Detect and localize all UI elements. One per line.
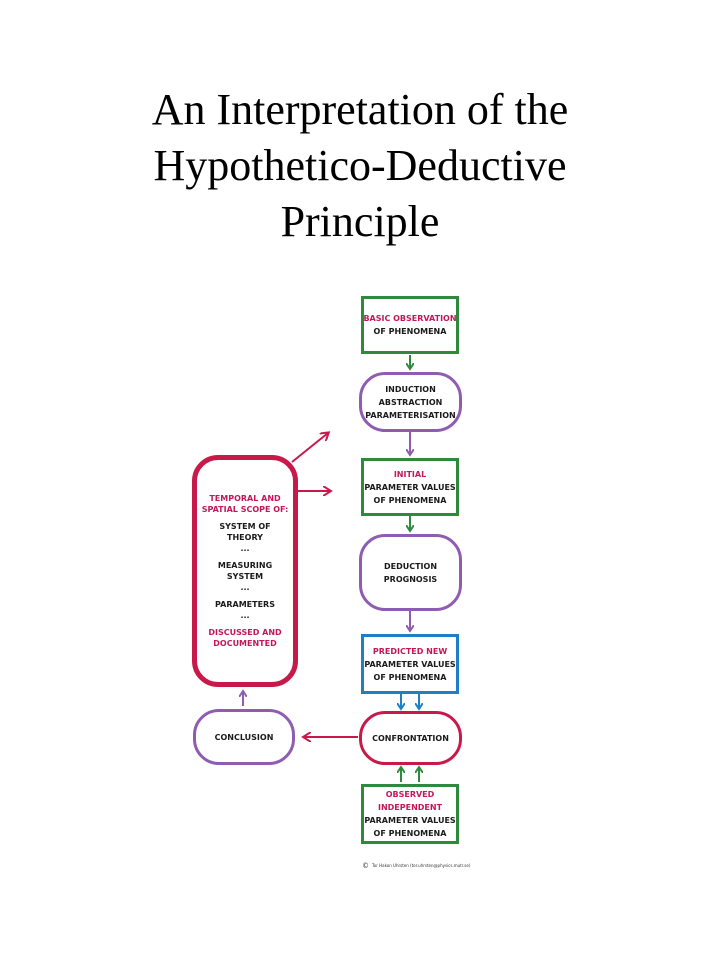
parameterisation-label: PARAMETERISATION [365, 410, 456, 420]
scope-system-label: SYSTEM [226, 572, 264, 581]
initial-phenomena-label: OF PHENOMENA [373, 495, 447, 505]
scope-separator-1: ... [240, 544, 250, 553]
scope-separator-2: ... [240, 583, 250, 592]
predicted-phenomena-label: OF PHENOMENA [373, 672, 447, 682]
observed-phenomena-label: OF PHENOMENA [373, 829, 447, 838]
scope-footer-line-1: DISCUSSED AND [208, 628, 282, 637]
induction-label: INDUCTION [385, 384, 436, 394]
observed-label: OBSERVED [385, 790, 435, 799]
initial-label: INITIAL [393, 469, 427, 479]
title-line-3: Principle [280, 197, 440, 246]
scope-separator-3: ... [240, 611, 250, 620]
prognosis-label: PROGNOSIS [383, 574, 438, 584]
scope-parameters-label: PARAMETERS [215, 600, 275, 609]
basic-observation-box: BASIC OBSERVATION OF PHENOMENA [361, 296, 459, 354]
scope-measuring-label: MEASURING [217, 561, 273, 570]
conclusion-label: CONCLUSION [214, 732, 274, 742]
arrow-scope-to-induction [291, 433, 328, 463]
scope-system-of-label: SYSTEM OF [219, 522, 271, 531]
abstraction-label: ABSTRACTION [378, 397, 443, 407]
predicted-new-label: PREDICTED NEW [372, 646, 448, 656]
initial-parameter-values-label: PARAMETER VALUES [364, 482, 456, 492]
title-line-1: An Interpretation of the [151, 85, 569, 134]
deduction-label: DEDUCTION [383, 561, 438, 571]
deduction-node: DEDUCTION PROGNOSIS [359, 534, 462, 611]
scope-theory-label: THEORY [227, 533, 263, 542]
observed-parameters-box: OBSERVED INDEPENDENT PARAMETER VALUES OF… [361, 784, 459, 844]
confrontation-node: CONFRONTATION [359, 711, 462, 765]
page-title: An Interpretation of the Hypothetico-Ded… [0, 82, 720, 250]
initial-parameters-box: INITIAL PARAMETER VALUES OF PHENOMENA [361, 458, 459, 516]
confrontation-label: CONFRONTATION [372, 733, 449, 743]
predicted-parameters-box: PREDICTED NEW PARAMETER VALUES OF PHENOM… [361, 634, 459, 694]
independent-label: INDEPENDENT [377, 803, 443, 812]
scope-heading-line-1: TEMPORAL AND [209, 494, 281, 503]
predicted-parameter-values-label: PARAMETER VALUES [364, 659, 456, 669]
copyright-footnote: ©Tor Hakon Uhrsten (tor.uhrsten@physics.… [362, 862, 470, 870]
scope-footer-line-2: DOCUMENTED [213, 639, 277, 648]
scope-heading-line-2: SPATIAL SCOPE OF: [201, 505, 289, 514]
observed-parameter-values-label: PARAMETER VALUES [364, 816, 456, 825]
title-line-2: Hypothetico-Deductive [153, 141, 567, 190]
basic-observation-label: BASIC OBSERVATION [363, 314, 457, 323]
induction-node: INDUCTION ABSTRACTION PARAMETERISATION [359, 372, 462, 432]
basic-observation-sublabel: OF PHENOMENA [373, 327, 447, 336]
copyright-symbol: © [362, 862, 369, 870]
conclusion-node: CONCLUSION [193, 709, 295, 765]
copyright-text: Tor Hakon Uhrsten (tor.uhrsten@physics.m… [372, 863, 471, 868]
scope-node: TEMPORAL AND SPATIAL SCOPE OF: SYSTEM OF… [192, 455, 298, 687]
